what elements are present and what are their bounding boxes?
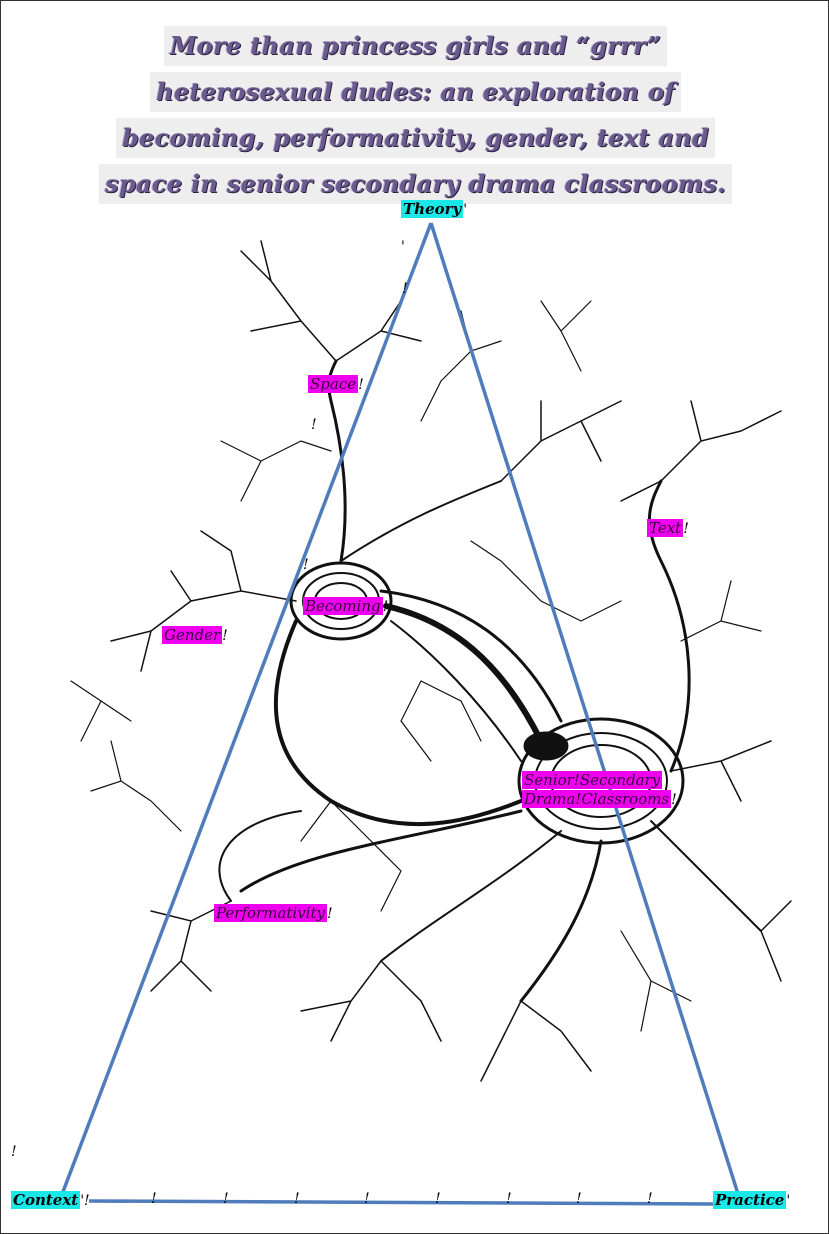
practice-label: Practice	[713, 1191, 787, 1209]
baseline-mark: !	[435, 1191, 441, 1207]
context-label: Context	[11, 1191, 81, 1209]
classrooms-label-line2: Drama!Classrooms	[522, 790, 672, 808]
baseline-mark: !	[506, 1191, 512, 1207]
baseline-mark: !	[151, 1191, 157, 1207]
stray-mark: !	[11, 1144, 17, 1160]
context-mark: '!	[80, 1193, 90, 1209]
performativity-concept-label: Performativity!	[214, 904, 333, 922]
becoming-label: Becoming	[303, 597, 383, 615]
triangle-base-edge	[88, 1199, 714, 1206]
context-vertex-label: Context'!	[11, 1191, 90, 1211]
text-label: Text	[647, 519, 684, 537]
becoming-concept-label: Becoming!	[303, 597, 389, 615]
theory-label: Theory	[401, 200, 464, 218]
gender-concept-label: Gender!	[162, 626, 228, 644]
classrooms-concept-label: Senior!Secondary Drama!Classrooms!	[522, 771, 677, 808]
title-line-3: becoming, performativity, gender, text a…	[115, 118, 716, 158]
title-line-2: heterosexual dudes: an exploration of	[150, 72, 681, 112]
stray-mark: !	[402, 281, 408, 297]
performativity-label: Performativity	[214, 904, 327, 922]
stray-mark: !	[303, 557, 309, 573]
baseline-mark: !	[576, 1191, 582, 1207]
space-concept-label: Space!	[308, 375, 364, 393]
document-title: More than princess girls and “grrr” hete…	[1, 23, 828, 207]
baseline-mark: !	[223, 1191, 229, 1207]
text-concept-label: Text!	[647, 519, 689, 537]
stray-mark: !	[311, 417, 317, 433]
space-label: Space	[308, 375, 359, 393]
stray-mark: '	[401, 239, 405, 255]
neuron-network-drawing	[70, 240, 792, 1082]
title-line-1: More than princess girls and “grrr”	[163, 26, 668, 66]
triangle-left-edge	[59, 222, 433, 1198]
baseline-mark: !	[364, 1191, 370, 1207]
baseline-mark: !	[647, 1191, 653, 1207]
practice-vertex-label: Practice'	[713, 1191, 790, 1211]
title-line-4: space in senior secondary drama classroo…	[99, 164, 732, 204]
classrooms-label-line1: Senior!Secondary	[522, 771, 663, 789]
theory-vertex-label: Theory'	[401, 200, 467, 220]
triangle-right-edge	[429, 222, 741, 1198]
baseline-mark: !	[294, 1191, 300, 1207]
gender-label: Gender	[162, 626, 223, 644]
theory-mark: '	[463, 202, 468, 218]
theory-context-practice-triangle	[59, 222, 741, 1206]
practice-mark: '	[786, 1193, 791, 1209]
becoming-cell-body	[289, 561, 393, 641]
